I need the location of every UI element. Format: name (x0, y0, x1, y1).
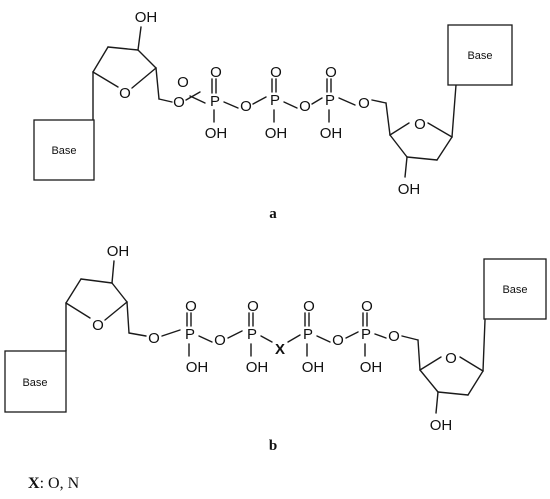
base-label: Base (51, 145, 76, 157)
ring-oxygen-label: O (92, 317, 104, 334)
hydroxyl-label: OH (265, 125, 288, 142)
oxygen-label: O (270, 64, 282, 81)
right-sugar-ring-b: O OH (417, 319, 486, 434)
phosphorus-label: P (270, 92, 280, 109)
tetraphosphate-chain-b: O P O OH O P O OH X P O OH (148, 298, 419, 376)
oxygen-label: O (210, 64, 222, 81)
oxygen-label: O (214, 332, 226, 349)
hydroxyl-label: OH (205, 125, 228, 142)
phosphorus-label: P (185, 326, 195, 343)
panel-label-a: a (269, 206, 277, 222)
oxygen-label: O (247, 298, 259, 315)
hydroxyl-label: OH (430, 417, 453, 434)
left-sugar-ring-b: O OH (65, 243, 147, 352)
phosphorus-label: P (210, 93, 220, 110)
panel-label-b: b (269, 438, 277, 454)
ring-oxygen-label: O (414, 116, 426, 133)
structure-b: O OH Base O P O OH O P O OH (4, 243, 547, 454)
phosphorus-label: P (325, 92, 335, 109)
triphosphate-chain-a: O O P O OH O P O OH O P O (173, 64, 387, 142)
legend-symbol: X (28, 475, 40, 492)
oxygen-label: O (299, 98, 311, 115)
hydroxyl-label: OH (246, 359, 269, 376)
oxygen-label: O (303, 298, 315, 315)
hydroxyl-label: OH (186, 359, 209, 376)
right-sugar-ring-a: O OH (385, 84, 457, 198)
oxygen-label: O (177, 74, 189, 91)
base-label: Base (467, 50, 492, 62)
ring-oxygen-label: O (119, 85, 131, 102)
hydroxyl-label: OH (302, 359, 325, 376)
base-box-left-b: Base (4, 350, 67, 413)
base-box-right-a: Base (447, 24, 513, 86)
oxygen-label: O (240, 98, 252, 115)
phosphorus-label: P (303, 326, 313, 343)
oxygen-label: O (388, 328, 400, 345)
base-box-left-a: Base (33, 119, 95, 181)
left-sugar-ring-a: O OH (92, 9, 173, 121)
oxygen-label: O (148, 330, 160, 347)
hydroxyl-label: OH (360, 359, 383, 376)
bridge-atom-x-label: X (275, 341, 285, 358)
phosphorus-label: P (361, 326, 371, 343)
oxygen-label: O (185, 298, 197, 315)
hydroxyl-label: OH (107, 243, 130, 260)
ring-oxygen-label: O (445, 350, 457, 367)
oxygen-label: O (325, 64, 337, 81)
oxygen-label: O (332, 332, 344, 349)
oxygen-label: O (358, 95, 370, 112)
base-label: Base (22, 377, 47, 389)
hydroxyl-label: OH (398, 181, 421, 198)
legend-text: X: O, N (28, 475, 80, 492)
legend: X: O, N (28, 475, 80, 492)
oxygen-label: O (361, 298, 373, 315)
legend-description: : O, N (40, 475, 80, 492)
base-label: Base (502, 284, 527, 296)
base-box-right-b: Base (483, 258, 547, 320)
oxygen-label: O (173, 94, 185, 111)
structure-a: O OH Base O O P O OH O P O (33, 9, 513, 222)
hydroxyl-label: OH (320, 125, 343, 142)
hydroxyl-label: OH (135, 9, 158, 26)
phosphorus-label: P (247, 326, 257, 343)
